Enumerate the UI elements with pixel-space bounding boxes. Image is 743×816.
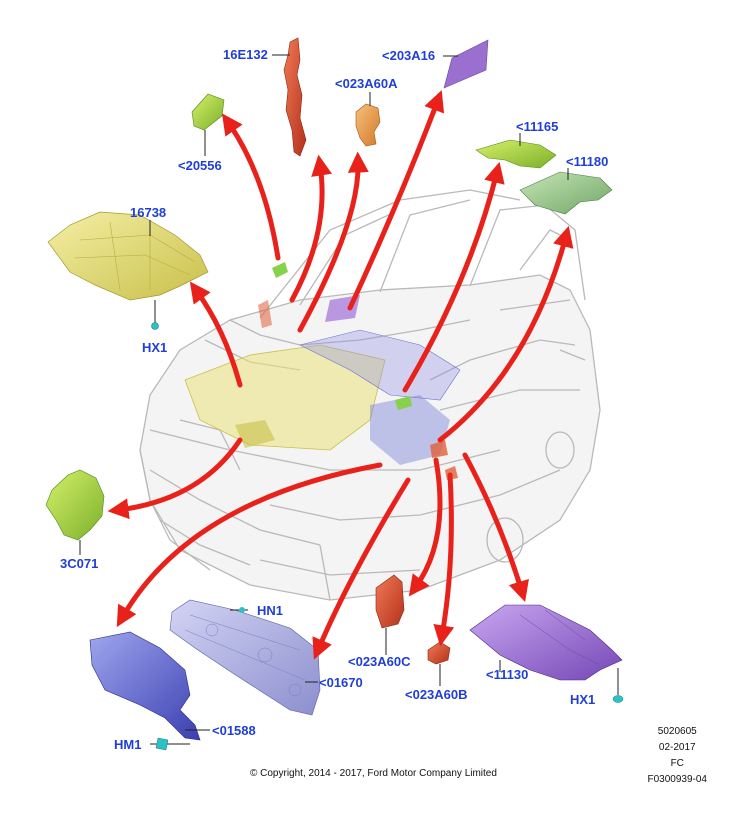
part-023a60b: [427, 641, 451, 665]
part-023a60a: [355, 103, 381, 147]
part-16e132: [283, 37, 307, 157]
label-11130: <11130: [486, 667, 528, 682]
clip-hx1-left: [151, 322, 159, 330]
part-20556: [191, 93, 225, 131]
label-11165: <11165: [516, 119, 558, 134]
clip-hn1: [239, 607, 245, 613]
figure-code: 5020605: [657, 726, 697, 737]
label-01670: <01670: [319, 675, 363, 690]
label-16e132: 16E132: [223, 47, 268, 62]
part-023a60c: [375, 574, 405, 629]
part-11130: [469, 604, 623, 681]
label-01588: <01588: [212, 723, 256, 738]
label-hx1-left: HX1: [142, 340, 167, 355]
label-16738: 16738: [130, 205, 166, 220]
leader-lines: [79, 54, 569, 731]
part-203a16: [443, 39, 489, 89]
label-023a60a: <023A60A: [335, 76, 398, 91]
figure-date: 02-2017: [658, 742, 696, 753]
explosion-arrows: [107, 90, 574, 660]
callout-labels: 16E132 <203A16 <023A60A <20556 <11165 <1…: [60, 47, 608, 752]
figure-id: F0300939-04: [647, 774, 708, 785]
label-203a16: <203A16: [382, 48, 435, 63]
part-01588: [89, 631, 201, 741]
copyright-notice: © Copyright, 2014 - 2017, Ford Motor Com…: [250, 768, 497, 779]
label-20556: <20556: [178, 158, 222, 173]
part-3c071: [45, 469, 105, 541]
clip-hm1: [155, 737, 169, 751]
label-11180: <11180: [566, 154, 608, 169]
label-hn1: HN1: [257, 603, 283, 618]
label-3c071: 3C071: [60, 556, 98, 571]
label-hx1-right: HX1: [570, 692, 595, 707]
part-01670: [169, 599, 321, 716]
label-023a60c: <023A60C: [348, 654, 411, 669]
figure-fc: FC: [670, 758, 684, 769]
part-11180: [519, 171, 613, 215]
part-11165: [475, 139, 557, 169]
label-hm1: HM1: [114, 737, 141, 752]
figure-metadata: 5020605 02-2017 FC F0300939-04: [648, 724, 708, 788]
clip-hx1-right: [612, 695, 624, 703]
label-023a60b: <023A60B: [405, 687, 468, 702]
